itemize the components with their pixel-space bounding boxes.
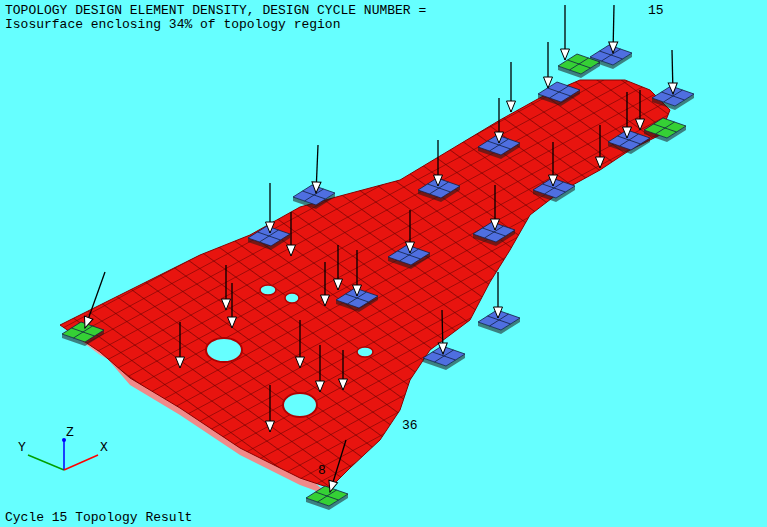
topology-body [60, 80, 670, 488]
cycle-number: 15 [648, 4, 664, 18]
title: TOPOLOGY DESIGN ELEMENT DENSITY, DESIGN … [5, 4, 426, 18]
axis-label: X [100, 441, 108, 455]
axis-triad [28, 438, 98, 470]
force-arrows [85, 5, 673, 492]
axis-label: Y [18, 441, 26, 455]
support-pads [62, 54, 686, 510]
caption: Cycle 15 Topology Result [5, 511, 192, 525]
node-number: 8 [318, 464, 326, 478]
load-pads [248, 45, 694, 370]
subtitle: Isosurface enclosing 34% of topology reg… [5, 18, 340, 32]
axis-label: Z [66, 426, 74, 440]
node-number: 36 [402, 419, 418, 433]
